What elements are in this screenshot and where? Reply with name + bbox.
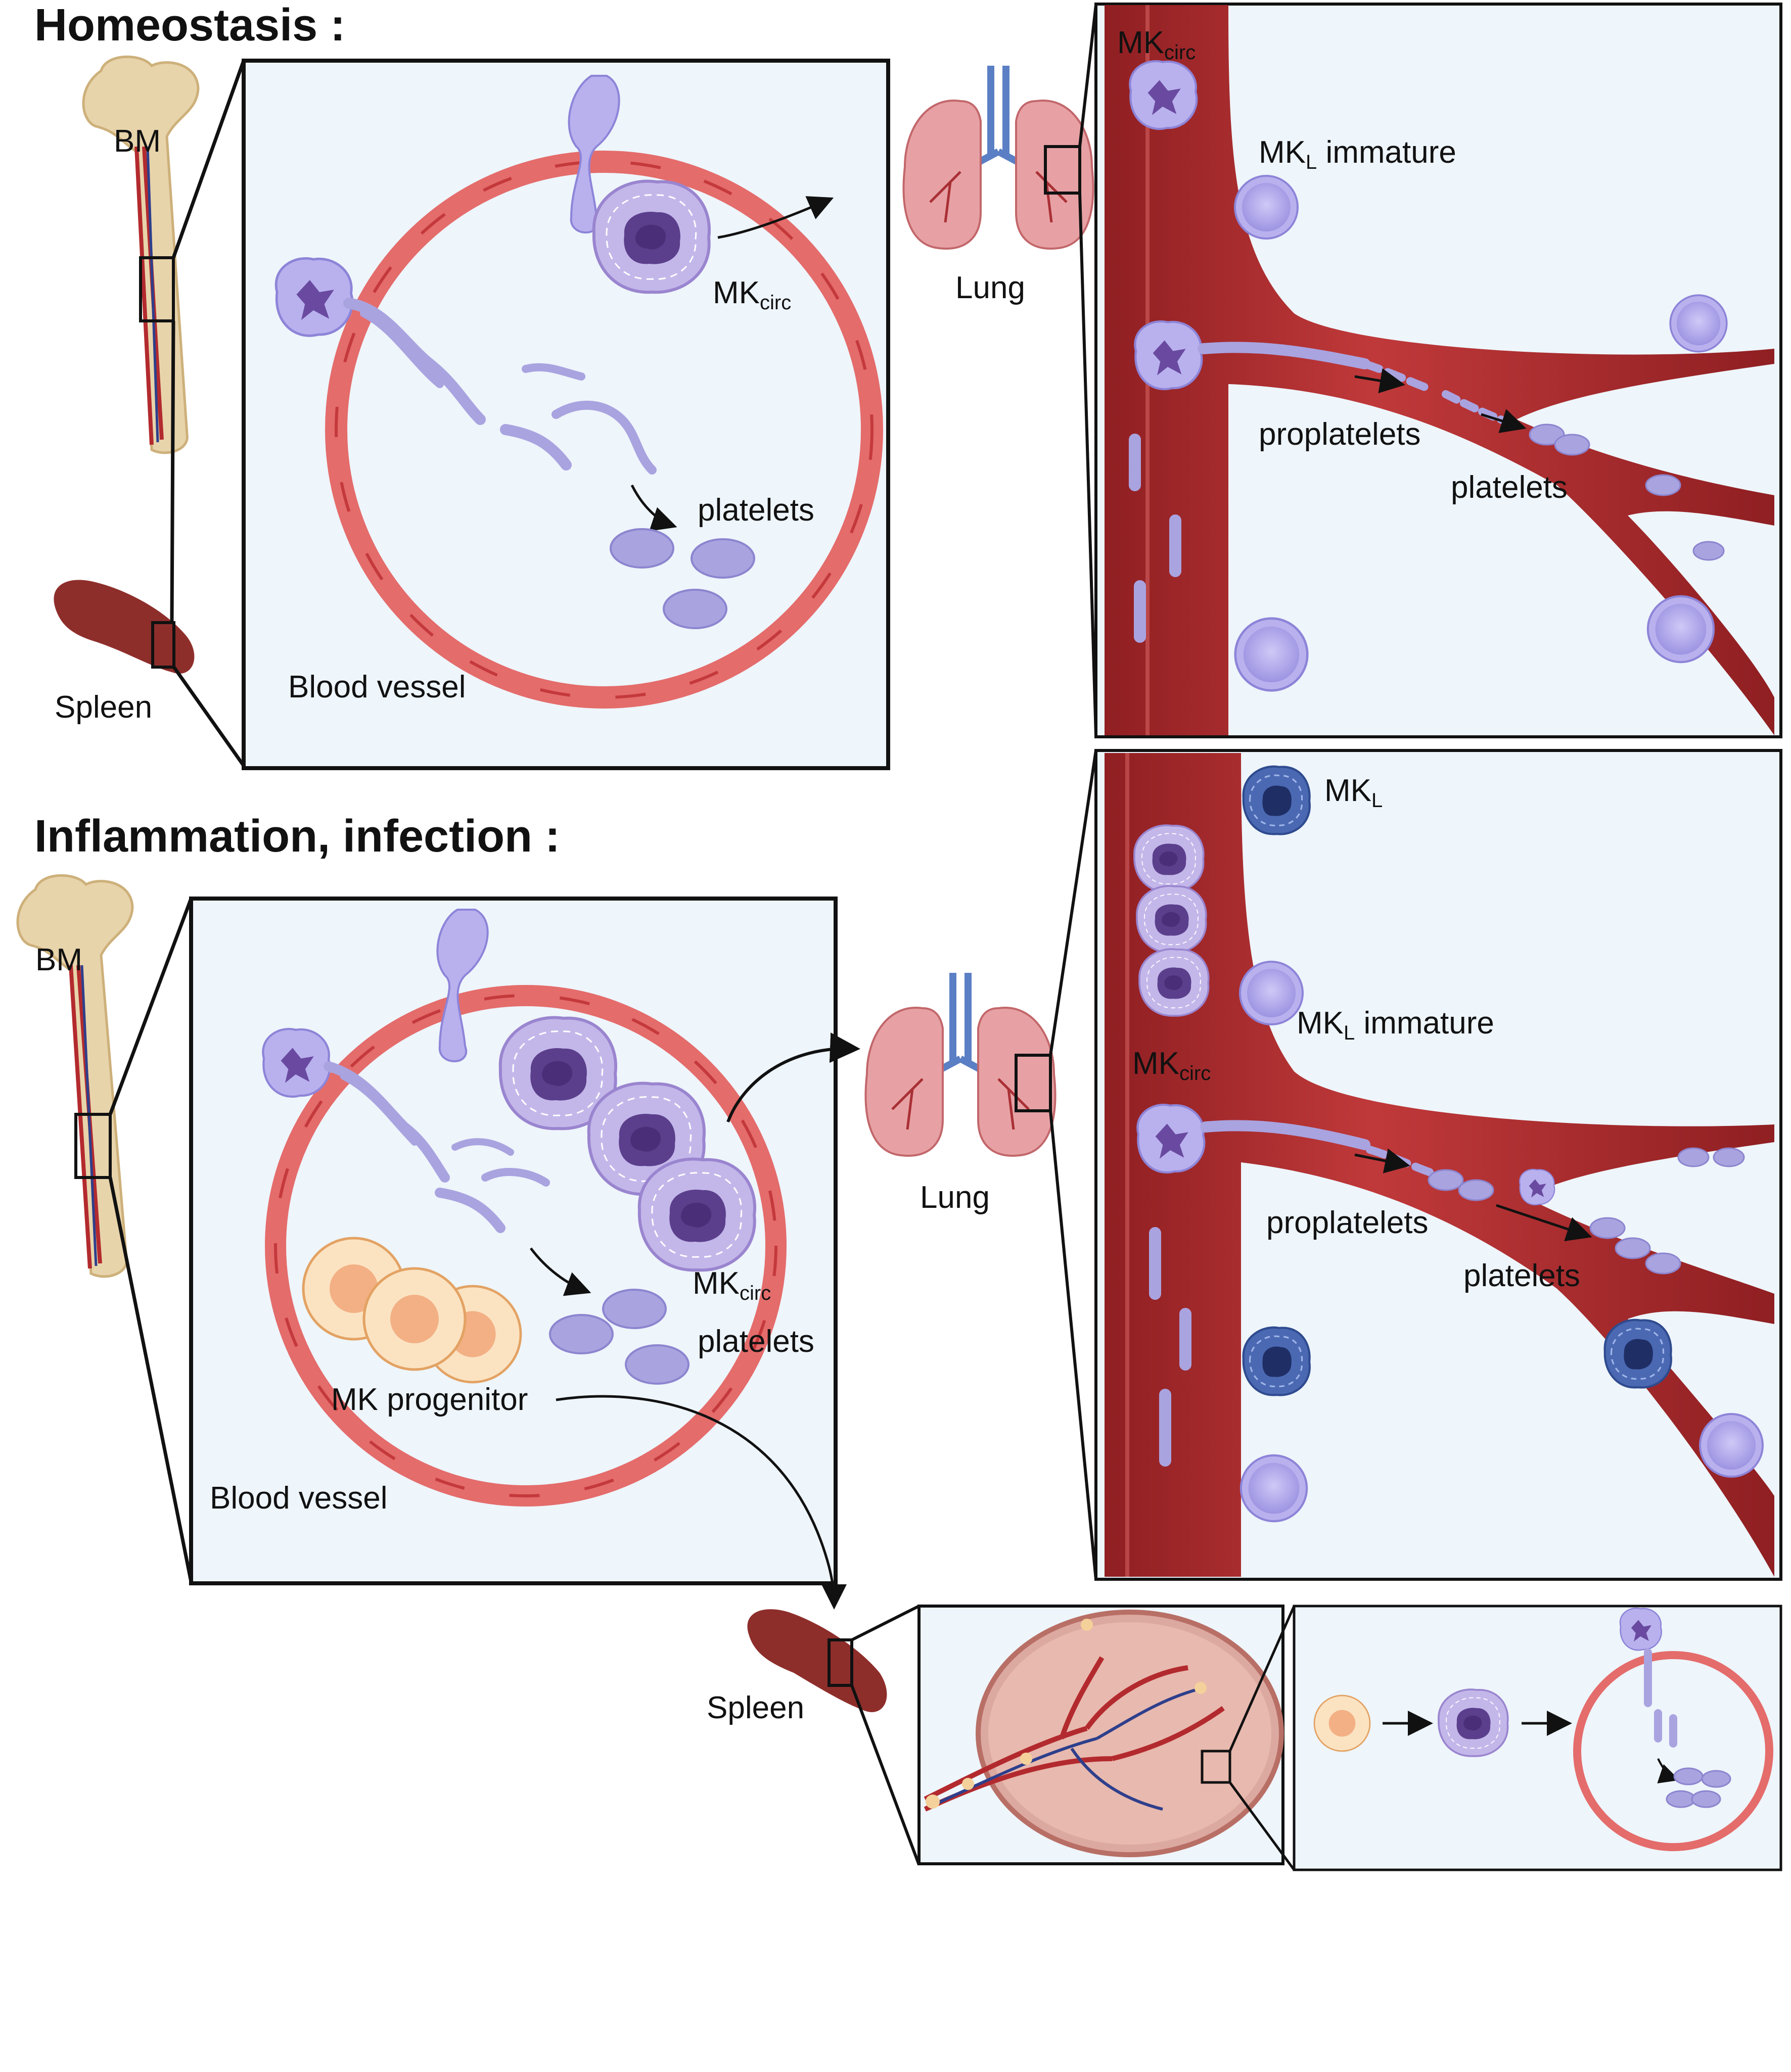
- bone-marrow-illustration: BM: [82, 55, 200, 454]
- spleen-illustration: Spleen: [54, 580, 195, 725]
- lung-mkl-label: MKL: [1324, 773, 1383, 812]
- spleen-section-panel: [917, 1605, 1284, 1865]
- platelets-label-2: platelets: [698, 1324, 814, 1359]
- lung-label: Lung: [955, 270, 1025, 305]
- inflammation-section: Inflammation, infection : BM: [16, 749, 1782, 1871]
- bone-marrow-illustration-2: BM: [16, 874, 134, 1278]
- mkcirc-label-2: MKcirc: [693, 1266, 771, 1304]
- lung-zoom-box-2: [1015, 1054, 1052, 1112]
- mk-progenitor-label: MK progenitor: [331, 1382, 528, 1417]
- lung-mkcirc-label-2: MKcirc: [1132, 1046, 1211, 1085]
- bm-label: BM: [114, 124, 161, 159]
- homeostasis-title: Homeostasis :: [34, 0, 345, 51]
- spleen-detail-panel: [1293, 1605, 1782, 1871]
- blood-vessel-label: Blood vessel: [288, 670, 466, 704]
- lung-mkl-immature-label: MKL immature: [1259, 135, 1456, 173]
- spleen-label-2: Spleen: [707, 1690, 804, 1725]
- platelets-label: platelets: [698, 493, 814, 528]
- inflammation-title: Inflammation, infection :: [34, 811, 560, 862]
- lung-illustration-2: Lung: [864, 973, 1057, 1215]
- spleen-label: Spleen: [55, 690, 152, 725]
- bm-vessel-panel: MKcirc platelets Blood vessel: [242, 59, 890, 770]
- lung-mkl-immature-label-2: MKL immature: [1297, 1006, 1494, 1044]
- lung-mkcirc-label: MKcirc: [1117, 25, 1196, 64]
- lung-proplatelets-label-2: proplatelets: [1266, 1205, 1429, 1240]
- mkcirc-label: MKcirc: [713, 275, 791, 314]
- lung-proplatelets-label: proplatelets: [1259, 417, 1421, 452]
- spleen-zoom-box-2: [828, 1638, 853, 1687]
- spleen-detail-zoom-box: [1201, 1750, 1231, 1784]
- lung-homeostasis-panel: MKcirc MKL immature proplatelets platele…: [1094, 3, 1782, 738]
- bm-zoom-box: [139, 256, 175, 322]
- bm-label-2: BM: [35, 943, 82, 977]
- bm-vessel-panel-2: MKcirc platelets MK progenitor Blood ves…: [189, 897, 860, 1610]
- lung-platelets-label: platelets: [1451, 470, 1568, 505]
- homeostasis-section: Homeostasis : BM Spleen: [34, 0, 1782, 770]
- spleen-zoom-box: [151, 621, 175, 669]
- lung-illustration: Lung: [902, 66, 1094, 305]
- lung-platelets-label-2: platelets: [1463, 1258, 1580, 1293]
- lung-zoom-box: [1044, 145, 1081, 195]
- lung-inflammation-panel: MKL MKL immature MKcirc proplatelets pla…: [1094, 749, 1782, 1581]
- blood-vessel-label-2: Blood vessel: [210, 1481, 388, 1516]
- bm-zoom-box-2: [74, 1113, 112, 1179]
- lung-label-2: Lung: [920, 1180, 990, 1215]
